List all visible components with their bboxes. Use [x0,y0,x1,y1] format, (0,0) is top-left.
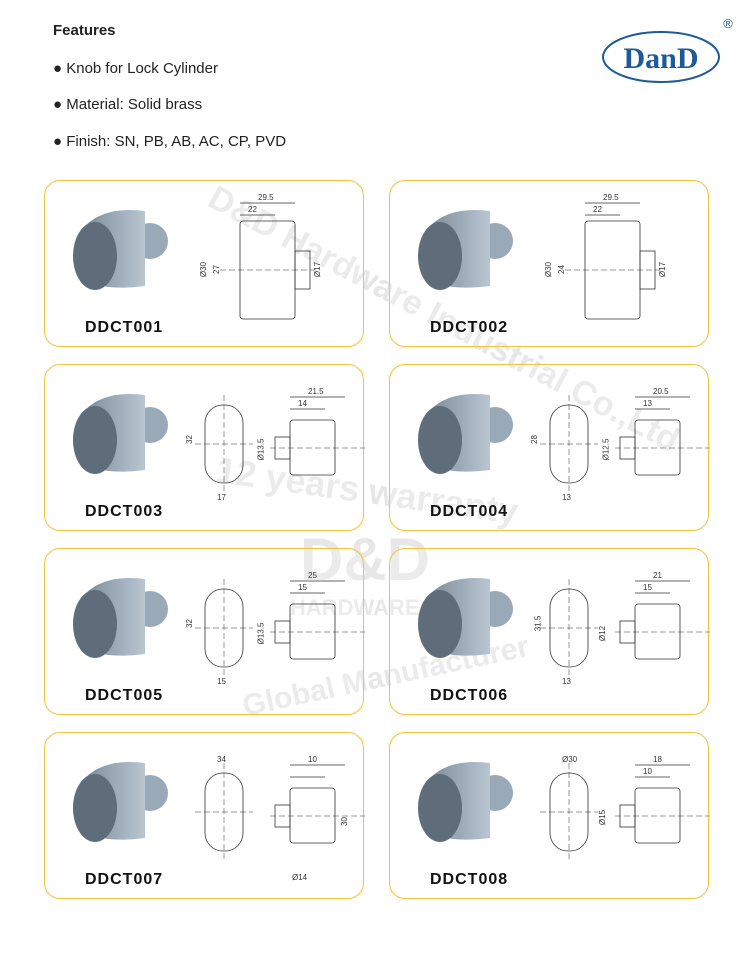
dimension-label: Ø30 [544,261,554,278]
dimension-label: 17 [217,493,226,502]
side-view-drawing [270,396,365,476]
side-view-drawing [615,396,710,476]
side-view-drawing [615,764,710,844]
knob-image [418,210,513,290]
front-view-drawing [540,763,598,861]
side-view-drawing [270,764,365,844]
dimension-label: 25 [308,571,317,580]
dimension-label: 22 [593,205,602,214]
dimension-label: 21.5 [308,387,324,396]
dimension-label: 32 [184,435,194,444]
dimension-label: 22 [248,205,257,214]
dimension-label: Ø30 [199,261,209,278]
dand-logo: DanD ® [598,14,738,84]
side-view-drawing [270,580,365,660]
side-view-drawing [220,202,315,320]
product-code: DDCT007 [85,871,164,888]
front-view-drawing [195,579,253,677]
dimension-label: 24 [556,265,566,274]
side-view-drawing [615,580,710,660]
dimension-label: 27 [211,265,221,274]
knob-image [418,762,513,842]
dimension-label: Ø15 [598,809,608,826]
knob-image [418,394,513,474]
svg-text:®: ® [723,16,733,31]
svg-text:DanD: DanD [623,42,698,75]
dimension-label: 14 [298,399,307,408]
dimension-label: 13 [562,493,571,502]
dimension-label: 18 [653,755,662,764]
dimension-label: Ø13.5 [256,438,266,461]
knob-image [418,578,513,658]
dimension-label: 10 [643,767,652,776]
dimension-label: 21 [653,571,662,580]
features-title: Features [53,22,116,39]
dimension-label: 10 [308,755,317,764]
dimension-label: 29.5 [258,193,274,202]
dimension-label: 34 [217,755,226,764]
knob-image [73,394,168,474]
product-code: DDCT002 [430,319,509,336]
dimension-label: 31.5 [533,615,543,632]
dimension-label: 13 [562,677,571,686]
dimension-label: Ø17 [313,261,323,278]
dimension-label: 13 [643,399,652,408]
dimension-label: 30 [339,817,349,826]
feature-item: ● Finish: SN, PB, AB, AC, CP, PVD [53,133,287,150]
dimension-label: 20.5 [653,387,669,396]
dimension-label: 15 [298,583,307,592]
dimension-label: Ø30 [562,755,578,764]
dimension-label: Ø12.5 [601,438,611,461]
front-view-drawing [195,763,253,861]
dimension-label: Ø14 [292,873,308,882]
side-view-drawing [565,202,660,320]
dimension-label: 29.5 [603,193,619,202]
product-code: DDCT004 [430,503,509,520]
feature-item: ● Material: Solid brass [53,96,203,113]
feature-item: ● Knob for Lock Cylinder [53,60,218,77]
product-code: DDCT003 [85,503,164,520]
front-view-drawing [540,395,598,493]
knob-image [73,762,168,842]
dimension-label: Ø12 [598,625,608,642]
dimension-label: 32 [184,619,194,628]
knob-image [73,210,168,290]
front-view-drawing [195,395,253,493]
dimension-label: Ø13.5 [256,622,266,645]
dimension-label: 15 [643,583,652,592]
product-code: DDCT001 [85,319,164,336]
product-code: DDCT006 [430,687,509,704]
product-code: DDCT005 [85,687,164,704]
knob-image [73,578,168,658]
product-code: DDCT008 [430,871,509,888]
dimension-label: 15 [217,677,226,686]
front-view-drawing [540,579,598,677]
dimension-label: 28 [529,435,539,444]
dimension-label: Ø17 [658,261,668,278]
